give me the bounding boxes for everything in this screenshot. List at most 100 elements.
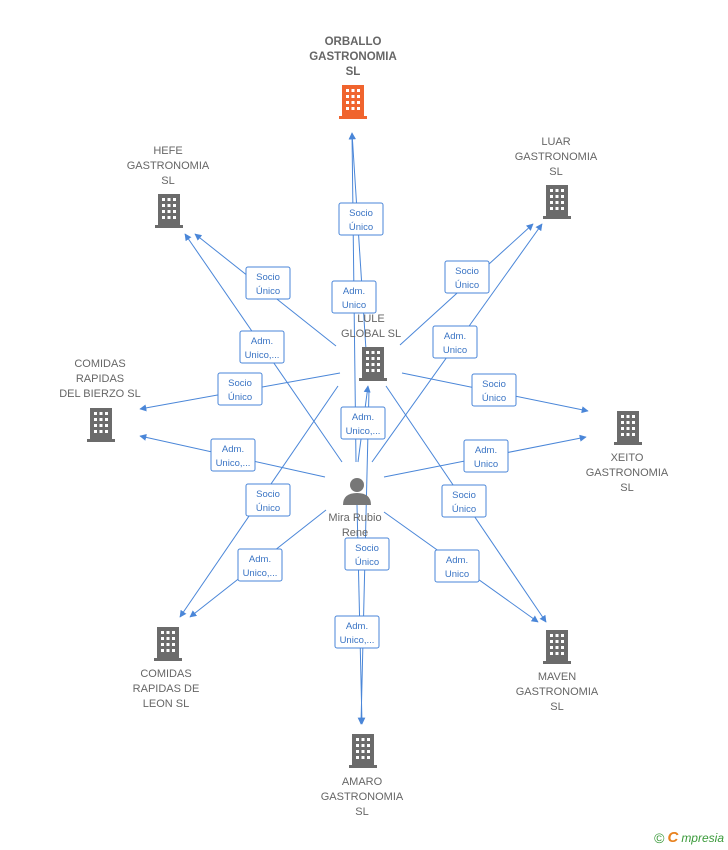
brand-name: mpresia: [681, 830, 724, 845]
company-maven-label-line: SL: [550, 701, 563, 713]
company-node-comidas_leon[interactable]: [154, 627, 182, 661]
edge-label-box: [331, 280, 377, 314]
edge-label-mira-to-amaro[interactable]: Adm.Unico,...: [334, 615, 380, 649]
edge-label-box: [340, 406, 386, 440]
company-node-xeito[interactable]: [614, 411, 642, 445]
edge-label-text: Unico,...: [245, 350, 280, 361]
edge-label-text: Único: [256, 286, 280, 297]
company-amaro-label-line: GASTRONOMIA: [321, 791, 404, 803]
edge-label-box: [432, 325, 478, 359]
edge-label-box: [338, 202, 384, 236]
company-luar-label-line: SL: [549, 166, 562, 178]
edge-label-text: Unico: [474, 459, 498, 470]
company-orballo-label-line: ORBALLO: [325, 36, 382, 48]
edge-label-text: Socio: [355, 543, 379, 554]
edge-label-text: Unico: [342, 300, 366, 311]
edge-label-text: Adm.: [343, 286, 365, 297]
edge-label-mira-to-comidas_bierzo[interactable]: Adm. Unico,...: [210, 438, 256, 472]
company-comidas_leon-label-line: COMIDAS: [140, 668, 191, 680]
edge-label-text: Adm.: [475, 445, 497, 456]
edge-label-text: Unico,...: [243, 568, 278, 579]
edge-labels-layer: SocioÚnicoAdm.UnicoAdm.Unico,...SocioÚni…: [210, 202, 517, 649]
company-amaro-label-line: AMARO: [342, 776, 383, 788]
company-hefe-label-line: GASTRONOMIA: [127, 160, 210, 172]
edge-label-lule-to-hefe[interactable]: Adm. Unico,...: [239, 330, 285, 364]
edge-label-text: Socio: [228, 378, 252, 389]
edge-label-mira-to-luar[interactable]: Adm.Unico: [432, 325, 478, 359]
edge-label-text: Adm.: [251, 336, 273, 347]
building-icon: [155, 194, 183, 228]
building-icon: [359, 347, 387, 381]
company-xeito-label-line: XEITO: [611, 452, 644, 464]
edge-label-text: Unico,...: [340, 635, 375, 646]
edge-label-mira-to-xeito[interactable]: Adm. Unico: [463, 439, 509, 473]
edge-label-text: Único: [228, 392, 252, 403]
company-node-luar[interactable]: [543, 185, 571, 219]
company-node-comidas_bierzo[interactable]: [87, 408, 115, 442]
nodes-layer: ORBALLOGASTRONOMIASLHEFEGASTRONOMIASLLUA…: [59, 36, 669, 818]
company-comidas_bierzo-label-line: COMIDAS: [74, 358, 125, 370]
copyright-icon: ©: [654, 829, 665, 846]
edge-label-text: Socio: [256, 489, 280, 500]
edge-label-box: [245, 483, 291, 517]
person-node-mira[interactable]: [343, 478, 371, 505]
edge-label-box: [471, 373, 517, 407]
edge-label-text: Unico,...: [346, 426, 381, 437]
edge-label-mira-to-maven[interactable]: Adm.Unico: [434, 549, 480, 583]
building-icon: [154, 627, 182, 661]
person-icon: [343, 478, 371, 505]
edge-label-mira-to-lule[interactable]: Adm.Unico,...: [340, 406, 386, 440]
edge-label-text: Socio: [349, 208, 373, 219]
edge-label-text: Único: [355, 557, 379, 568]
edge-label-box: [441, 484, 487, 518]
edge-label-text: Unico,...: [216, 458, 251, 469]
company-lule-label-line: LULE: [357, 313, 385, 325]
company-xeito-label-line: SL: [620, 482, 633, 494]
edge-label-box: [434, 549, 480, 583]
edge-label-box: [245, 266, 291, 300]
company-maven-label-line: GASTRONOMIA: [516, 686, 599, 698]
edge-label-text: Socio: [256, 272, 280, 283]
company-comidas_leon-label-line: LEON SL: [143, 698, 189, 710]
edge-label-text: Único: [349, 222, 373, 233]
building-icon: [349, 734, 377, 768]
edge-label-text: Adm.: [444, 331, 466, 342]
edge-label-box: [444, 260, 490, 294]
company-node-hefe[interactable]: [155, 194, 183, 228]
edge-label-mira-to-comidas_leon[interactable]: Adm. Unico,...: [237, 548, 283, 582]
edge-label-text: Único: [482, 393, 506, 404]
edge-label-text: Adm.: [446, 555, 468, 566]
edge-label-text: Socio: [452, 490, 476, 501]
company-node-maven[interactable]: [543, 630, 571, 664]
company-orballo-label-line: GASTRONOMIA: [309, 51, 397, 63]
company-comidas_bierzo-label-line: RAPIDAS: [76, 373, 124, 385]
edge-label-box: [344, 537, 390, 571]
edge-label-box: [217, 372, 263, 406]
edge-label-text: Adm.: [249, 554, 271, 565]
edge-label-text: Socio: [482, 379, 506, 390]
edge-label-text: Único: [256, 503, 280, 514]
edge-label-text: Adm.: [222, 444, 244, 455]
company-node-orballo[interactable]: [339, 85, 367, 119]
edge-label-box: [237, 548, 283, 582]
company-maven-label-line: MAVEN: [538, 671, 576, 683]
building-icon: [339, 85, 367, 119]
company-xeito-label-line: GASTRONOMIA: [586, 467, 669, 479]
building-icon: [614, 411, 642, 445]
company-amaro-label-line: SL: [355, 806, 368, 818]
company-node-lule[interactable]: [359, 347, 387, 381]
edge-label-mira-to-orballo[interactable]: Adm. Unico: [331, 280, 377, 314]
building-icon: [543, 185, 571, 219]
edge-label-box: [463, 439, 509, 473]
company-node-amaro[interactable]: [349, 734, 377, 768]
company-lule-label-line: GLOBAL SL: [341, 328, 401, 340]
